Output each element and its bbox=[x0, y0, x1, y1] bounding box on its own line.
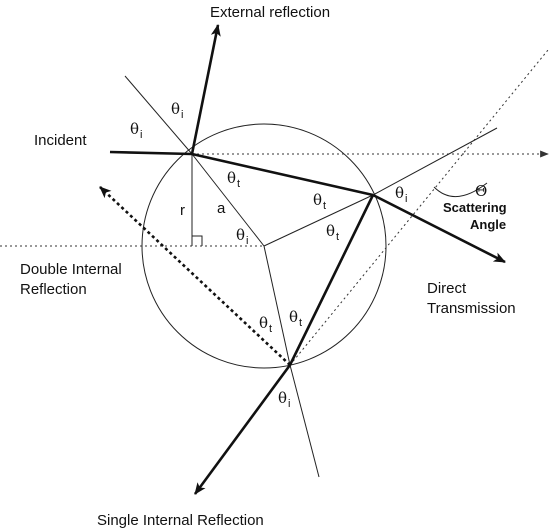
svg-text:θ: θ bbox=[278, 389, 287, 407]
normal-exit bbox=[372, 127, 498, 196]
svg-text:i: i bbox=[140, 129, 142, 141]
scattering-angle-arc bbox=[433, 182, 488, 198]
single-internal-label: Single Internal Reflection bbox=[97, 512, 264, 529]
scattering-label-2: Angle bbox=[470, 217, 506, 232]
normal-entry bbox=[124, 75, 193, 155]
svg-text:θ: θ bbox=[259, 314, 268, 332]
svg-text:t: t bbox=[299, 317, 302, 329]
radius-line-entry bbox=[191, 153, 265, 247]
svg-text:θ: θ bbox=[395, 184, 404, 202]
svg-text:θ: θ bbox=[227, 169, 236, 187]
direct-transmission-ray bbox=[372, 193, 506, 264]
double-internal-label-2: Reflection bbox=[20, 281, 87, 298]
svg-text:t: t bbox=[336, 231, 339, 243]
svg-text:i: i bbox=[288, 398, 290, 410]
radius-line-bottom bbox=[263, 245, 291, 366]
svg-text:θ: θ bbox=[130, 120, 139, 138]
direct-transmission-label-1: Direct bbox=[427, 280, 467, 297]
svg-text:θ: θ bbox=[326, 222, 335, 240]
single-reflection-extension-line bbox=[289, 49, 549, 366]
svg-text:θ: θ bbox=[236, 226, 245, 244]
direct-transmission-label-2: Transmission bbox=[427, 300, 516, 317]
radius-r-label: r bbox=[180, 202, 185, 219]
svg-text:i: i bbox=[246, 235, 248, 247]
scattering-theta-symbol: Θ bbox=[475, 182, 487, 200]
right-angle-marker bbox=[192, 235, 203, 246]
refracted-ray bbox=[191, 152, 374, 197]
svg-text:θ: θ bbox=[171, 100, 180, 118]
incident-ray bbox=[109, 150, 193, 156]
external-reflection-label: External reflection bbox=[210, 4, 330, 21]
svg-text:t: t bbox=[269, 323, 272, 335]
svg-text:t: t bbox=[323, 200, 326, 212]
svg-text:t: t bbox=[237, 178, 240, 190]
svg-text:i: i bbox=[181, 109, 183, 121]
incident-label: Incident bbox=[34, 132, 87, 149]
svg-text:θ: θ bbox=[289, 308, 298, 326]
svg-text:θ: θ bbox=[313, 191, 322, 209]
normal-bottom bbox=[289, 364, 320, 478]
double-internal-reflection-ray bbox=[99, 186, 291, 366]
scattering-label-1: Scattering bbox=[443, 200, 507, 215]
radius-a-label: a bbox=[217, 200, 226, 217]
single-internal-reflection-ray bbox=[193, 364, 292, 495]
internal-reflection-ray bbox=[288, 194, 375, 366]
svg-text:i: i bbox=[405, 193, 407, 205]
radius-line-exit bbox=[263, 194, 374, 247]
double-internal-label-1: Double Internal bbox=[20, 261, 122, 278]
external-reflection-ray bbox=[190, 24, 221, 155]
